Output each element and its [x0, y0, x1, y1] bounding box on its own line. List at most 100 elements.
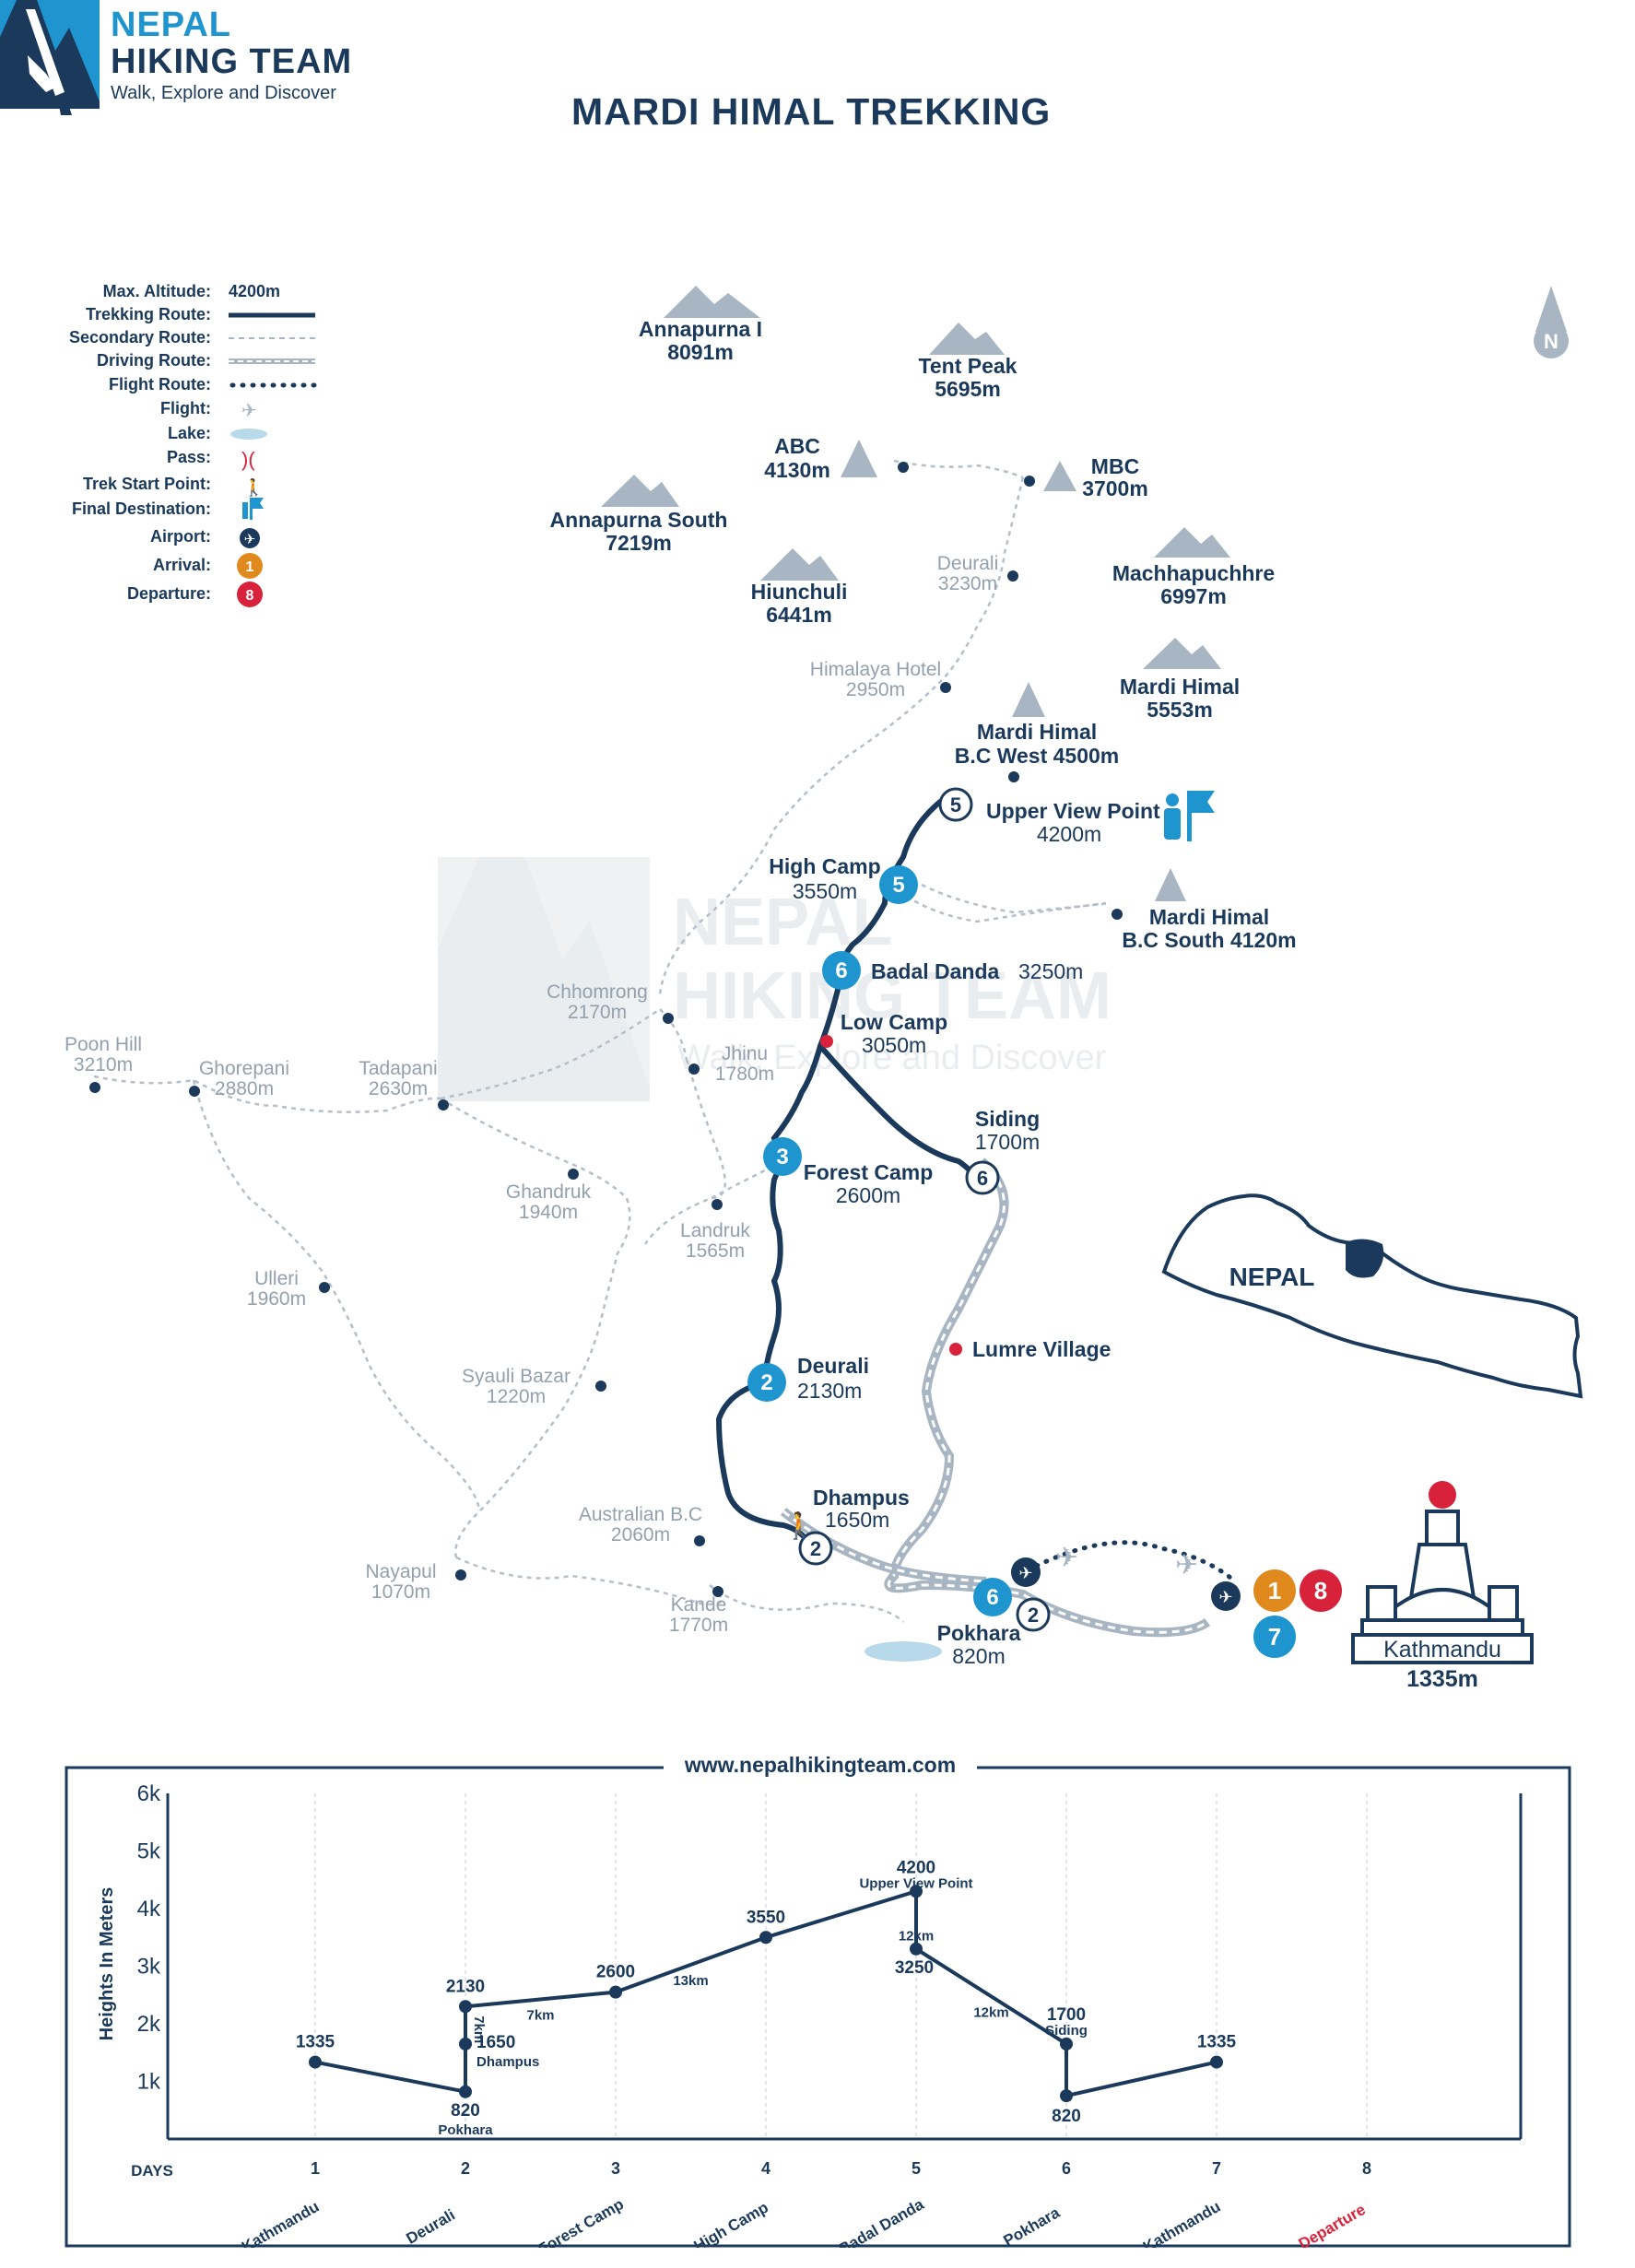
segment-distance-label: 7km: [471, 2015, 487, 2043]
day-tick-label: 8: [1362, 2159, 1371, 2178]
peak-annapurna-i-alt: 8091m: [667, 340, 734, 364]
stop-low-camp: Low Camp: [841, 1010, 947, 1034]
camp-mbc-alt: 3700m: [1082, 476, 1148, 500]
website-url[interactable]: www.nepalhikingteam.com: [664, 1753, 977, 1778]
day-badge: [1253, 1616, 1296, 1658]
svg-text:5: 5: [950, 793, 961, 817]
place-jhinu: Jhinu: [722, 1043, 768, 1064]
svg-text:✈: ✈: [244, 532, 256, 547]
segment-distance-label: 12km: [899, 1929, 934, 1945]
place-jhinu-alt: 1780m: [715, 1063, 774, 1085]
airplane-icon: ✈: [1055, 1543, 1078, 1573]
svg-text:2: 2: [1028, 1604, 1039, 1627]
legend-flight-route: Flight Route:: [109, 375, 211, 394]
elevation-label: 2600: [596, 1963, 635, 1982]
airport-icon: [1011, 1557, 1041, 1587]
stop-upper-view-point-alt: 4200m: [1037, 822, 1101, 846]
place-ghandruk-alt: 1940m: [519, 1202, 578, 1223]
svg-text:5: 5: [892, 873, 904, 898]
legend-max-altitude: Max. Altitude:: [102, 282, 211, 300]
place-chhomrong-alt: 2170m: [568, 1002, 627, 1023]
place-poon-hill: Poon Hill: [65, 1034, 142, 1055]
place-australian-bc: Australian B.C: [579, 1504, 702, 1525]
camp-mardi-west-alt: B.C West 4500m: [955, 744, 1120, 768]
place-tadapani-alt: 2630m: [369, 1078, 428, 1099]
svg-text:Walk, Explore and Discover: Walk, Explore and Discover: [677, 1039, 1107, 1077]
day-tick-label: 6: [1062, 2159, 1071, 2178]
elevation-label: 1335: [1197, 2033, 1237, 2052]
legend-final-destination: Final Destination:: [71, 499, 211, 518]
elevation-point: [1060, 2089, 1073, 2103]
place-kande-alt: 1770m: [669, 1615, 728, 1636]
place-landruk-alt: 1565m: [686, 1240, 745, 1262]
departure-badge: [237, 582, 263, 607]
page-title: MARDI HIMAL TREKKING: [571, 90, 1052, 133]
place-nayapul: Nayapul: [365, 1561, 436, 1582]
peak-hiunchuli-alt: 6441m: [766, 603, 832, 627]
hiker-icon: 🚶: [783, 1510, 816, 1541]
svg-text:NEPAL: NEPAL: [673, 886, 893, 959]
place-syauli-bazar-alt: 1220m: [487, 1386, 546, 1407]
place-himalaya-hotel: Himalaya Hotel: [810, 659, 941, 680]
place-syauli-bazar: Syauli Bazar: [462, 1366, 570, 1387]
peak-annapurna-south-alt: 7219m: [606, 531, 672, 555]
segment-distance-label: 12km: [973, 2004, 1008, 2020]
stupa-icon: [1351, 1481, 1534, 1664]
peak-hiunchuli: Hiunchuli: [751, 580, 848, 604]
logo-mark: [0, 0, 100, 115]
elevation-label: 1650: [476, 2033, 515, 2052]
trek-map: ✈ )( 🚶 ✈ 1 8 N NEPAL HIKING TEAM Walk, E…: [65, 286, 1583, 1692]
day-tick-label: 1: [311, 2159, 320, 2178]
tent-icon: [1043, 461, 1076, 491]
nepal-label: NEPAL: [1229, 1263, 1315, 1291]
svg-text:6: 6: [986, 1585, 998, 1610]
place-nayapul-alt: 1070m: [371, 1581, 430, 1603]
elevation-point: [609, 1985, 622, 1999]
svg-text:6: 6: [835, 958, 847, 983]
mountain-icon: [1154, 527, 1230, 558]
trekking-route: [715, 799, 980, 1549]
legend-departure: Departure:: [126, 584, 211, 603]
y-tick-label: 6k: [137, 1781, 161, 1806]
day-tick-label: 4: [761, 2159, 770, 2178]
day-tick-label: 2: [461, 2159, 470, 2178]
stop-siding-alt: 1700m: [975, 1130, 1040, 1154]
lake-icon: [865, 1641, 942, 1662]
mountain-icon: [760, 548, 839, 581]
flight-route: [1025, 1540, 1238, 1584]
stop-forest-camp: Forest Camp: [804, 1160, 934, 1184]
day-name-label: Badal Danda: [836, 2195, 927, 2248]
arrival-badge: [237, 553, 263, 579]
elevation-point: [1210, 2055, 1223, 2069]
legend-max-altitude-value: 4200m: [229, 282, 281, 300]
stop-pokhara-alt: 820m: [952, 1644, 1006, 1668]
tent-icon: [1012, 682, 1045, 717]
place-ghorepani: Ghorepani: [199, 1058, 289, 1079]
svg-text:✈: ✈: [1218, 1588, 1232, 1606]
elevation-point: [910, 1942, 923, 1956]
brand-line1: NEPAL: [111, 6, 231, 44]
legend-trekking-route: Trekking Route:: [85, 305, 211, 323]
kathmandu-label: Kathmandu: [1383, 1637, 1501, 1663]
stop-deurali: Deurali: [797, 1354, 869, 1378]
peak-mardi-himal-alt: 5553m: [1147, 698, 1213, 722]
x-axis-label: DAYS: [131, 2162, 173, 2180]
place-deurali-upper-alt: 3230m: [938, 573, 997, 594]
legend-lake: Lake:: [167, 424, 211, 442]
day-name-label: Deurali: [404, 2206, 458, 2248]
legend-flight: Flight:: [160, 399, 211, 417]
place-ghandruk: Ghandruk: [506, 1181, 592, 1203]
mountain-icon: [601, 475, 679, 507]
y-tick-label: 2k: [137, 2012, 161, 2037]
camp-abc-alt: 4130m: [764, 458, 830, 482]
day-tick-label: 3: [611, 2159, 620, 2178]
y-tick-label: 4k: [137, 1897, 161, 1921]
brand-line2: HIKING TEAM: [111, 42, 353, 81]
svg-text:2: 2: [760, 1370, 772, 1395]
nepal-map: NEPAL: [1161, 1193, 1583, 1399]
watermark-logo: NEPAL HIKING TEAM Walk, Explore and Disc…: [438, 857, 1112, 1101]
elevation-sublabel: Upper View Point: [859, 1875, 972, 1891]
elevation-label: 2130: [446, 1977, 485, 1996]
day-name-label: Forest Camp: [535, 2195, 627, 2248]
